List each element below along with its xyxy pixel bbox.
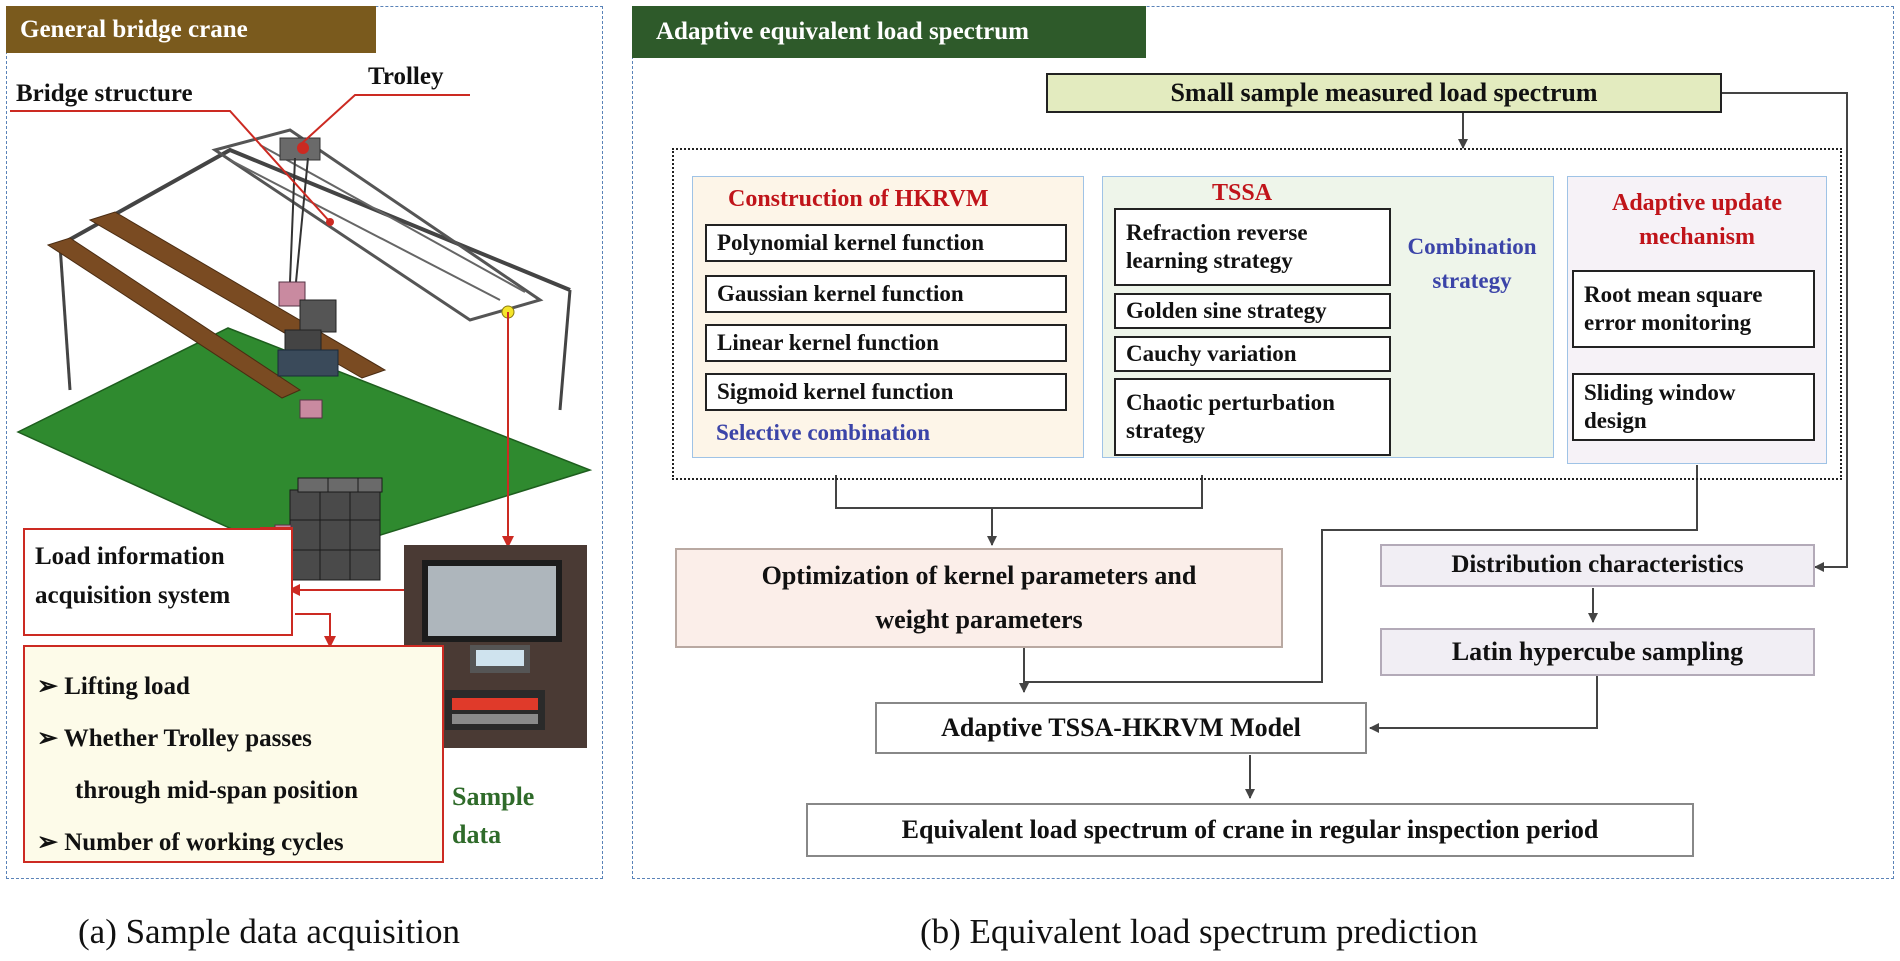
kernel-linear: Linear kernel function: [705, 324, 1067, 362]
acq-line-1: Load information: [35, 543, 225, 570]
sample-data-label: Sample data: [452, 782, 535, 849]
equivalent-spectrum-box: Equivalent load spectrum of crane in reg…: [806, 803, 1694, 857]
item-working-cycles: ➢ Number of working cycles: [37, 829, 344, 856]
strategy-golden-sine: Golden sine strategy: [1114, 293, 1391, 329]
arrow-bullet-icon: ➢: [37, 673, 65, 700]
adaptive-title: Adaptive update mechanism: [1611, 190, 1783, 250]
tssa-title: TSSA: [1212, 180, 1273, 206]
adaptive-model-box: Adaptive TSSA-HKRVM Model: [875, 702, 1367, 754]
acq-line-2: acquisition system: [35, 581, 231, 609]
distribution-box: Distribution characteristics: [1380, 544, 1815, 587]
arrow-bullet-icon: ➢: [37, 725, 64, 752]
item-mid-span: through mid-span position: [75, 777, 358, 804]
kernel-polynomial: Polynomial kernel function: [705, 224, 1067, 262]
trolley-label: Trolley: [368, 63, 444, 90]
panel-b: [632, 6, 1894, 879]
selective-combination-label: Selective combination: [716, 420, 930, 445]
sliding-window-box: Sliding window design: [1572, 373, 1815, 441]
latin-hypercube-box: Latin hypercube sampling: [1380, 628, 1815, 676]
optimization-box: Optimization of kernel parameters and we…: [675, 548, 1283, 648]
hkrvm-panel: [692, 176, 1084, 458]
caption-a: (a) Sample data acquisition: [78, 912, 460, 951]
kernel-gaussian: Gaussian kernel function: [705, 275, 1067, 313]
caption-b: (b) Equivalent load spectrum prediction: [920, 912, 1478, 951]
strategy-cauchy: Cauchy variation: [1114, 336, 1391, 372]
kernel-sigmoid: Sigmoid kernel function: [705, 373, 1067, 411]
small-sample-spectrum-box: Small sample measured load spectrum: [1046, 73, 1722, 113]
hkrvm-title: Construction of HKRVM: [728, 186, 989, 212]
panel-a-header: General bridge crane: [6, 6, 376, 53]
item-trolley-passes: ➢ Whether Trolley passes: [37, 725, 312, 752]
sample-items-box: ➢ Lifting load ➢ Whether Trolley passes …: [23, 645, 444, 863]
method-group: [672, 148, 1842, 480]
load-info-acquisition-box: Load information acquisition system: [23, 528, 293, 636]
strategy-chaotic: Chaotic perturbation strategy: [1114, 378, 1391, 456]
combination-strategy-label: Combination strategy: [1407, 234, 1537, 293]
item-lifting-load: ➢ Lifting load: [37, 673, 190, 700]
arrow-bullet-icon: ➢: [37, 829, 65, 856]
panel-b-header: Adaptive equivalent load spectrum: [632, 6, 1146, 58]
strategy-refraction: Refraction reverse learning strategy: [1114, 208, 1391, 286]
rmse-monitoring-box: Root mean square error monitoring: [1572, 270, 1815, 348]
bridge-structure-label: Bridge structure: [16, 80, 193, 107]
